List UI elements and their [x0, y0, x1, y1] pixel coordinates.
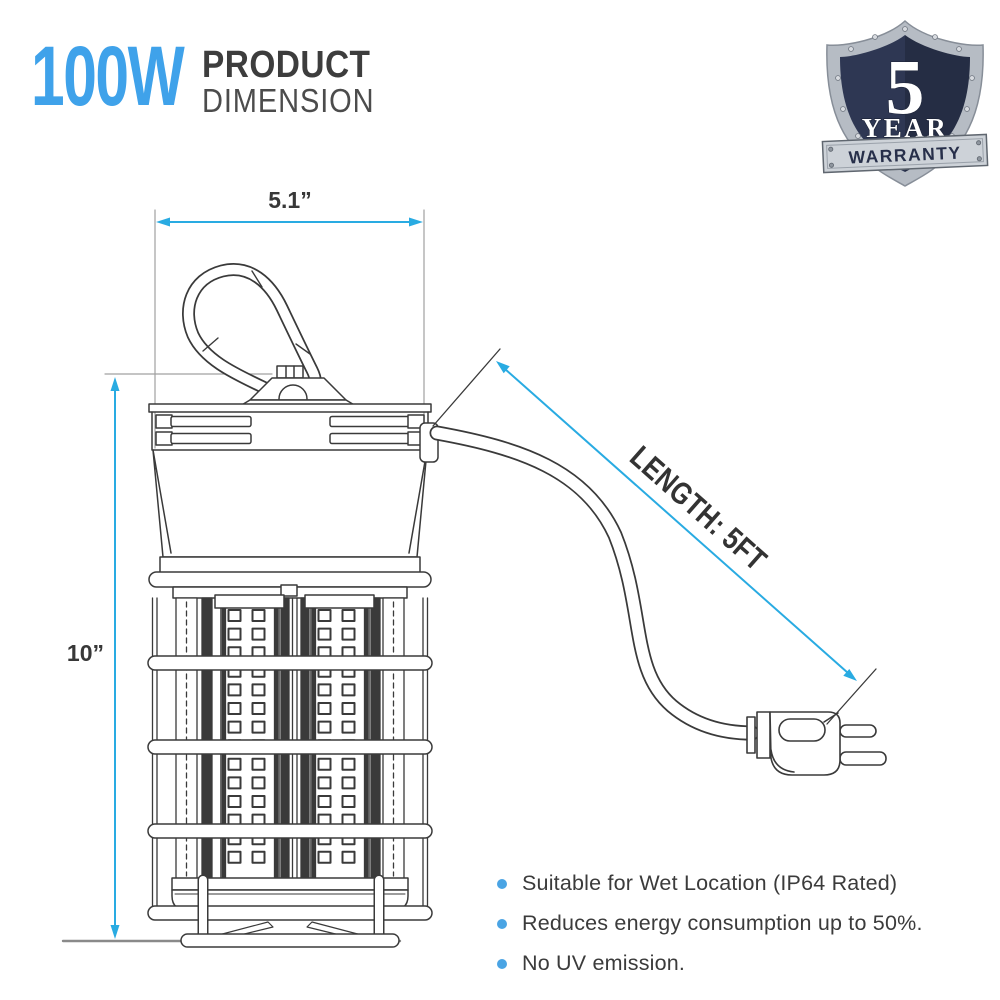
bullet-icon [497, 958, 507, 969]
bottom-bail [147, 874, 433, 948]
feature-text: No UV emission. [522, 951, 686, 975]
warranty-badge: 5 YEAR WARRANTY [821, 19, 989, 187]
width-dimension-label: 5.1” [268, 187, 311, 213]
bullet-icon [497, 918, 507, 929]
feature-text: Reduces energy consumption up to 50%. [522, 911, 923, 935]
arrow-left-icon [156, 217, 170, 227]
warranty-banner: WARRANTY [821, 133, 989, 174]
title-line2: DIMENSION [202, 82, 375, 119]
feature-text: Suitable for Wet Location (IP64 Rated) [522, 871, 898, 895]
arrow-downright-icon [843, 669, 857, 681]
bullet-icon [497, 878, 507, 889]
feature-item: No UV emission. [497, 951, 923, 976]
arrow-down-icon [110, 925, 120, 939]
page-title: PRODUCT DIMENSION [202, 40, 374, 119]
arrow-up-icon [110, 377, 120, 391]
title-line1: PRODUCT [202, 44, 371, 86]
width-dimension: 5.1” [154, 187, 425, 449]
work-light-drawing [147, 263, 439, 948]
lamp-cage [147, 594, 433, 907]
header: 100W PRODUCT DIMENSION [31, 29, 398, 123]
power-cord [429, 425, 760, 741]
badge-banner-label: WARRANTY [848, 143, 962, 168]
badge-number: 5 [886, 43, 925, 130]
cord-length-label: LENGTH: 5FT [623, 440, 773, 579]
feature-list: Suitable for Wet Location (IP64 Rated) R… [497, 871, 923, 991]
feature-item: Suitable for Wet Location (IP64 Rated) [497, 871, 923, 896]
height-dimension-label: 10” [67, 640, 104, 666]
power-plug-icon [746, 711, 887, 776]
feature-item: Reduces energy consumption up to 50%. [497, 911, 923, 936]
lamp-housing [148, 403, 432, 599]
wattage-label: 100W [31, 29, 185, 123]
arrow-upleft-icon [496, 361, 510, 374]
arrow-right-icon [409, 217, 423, 227]
